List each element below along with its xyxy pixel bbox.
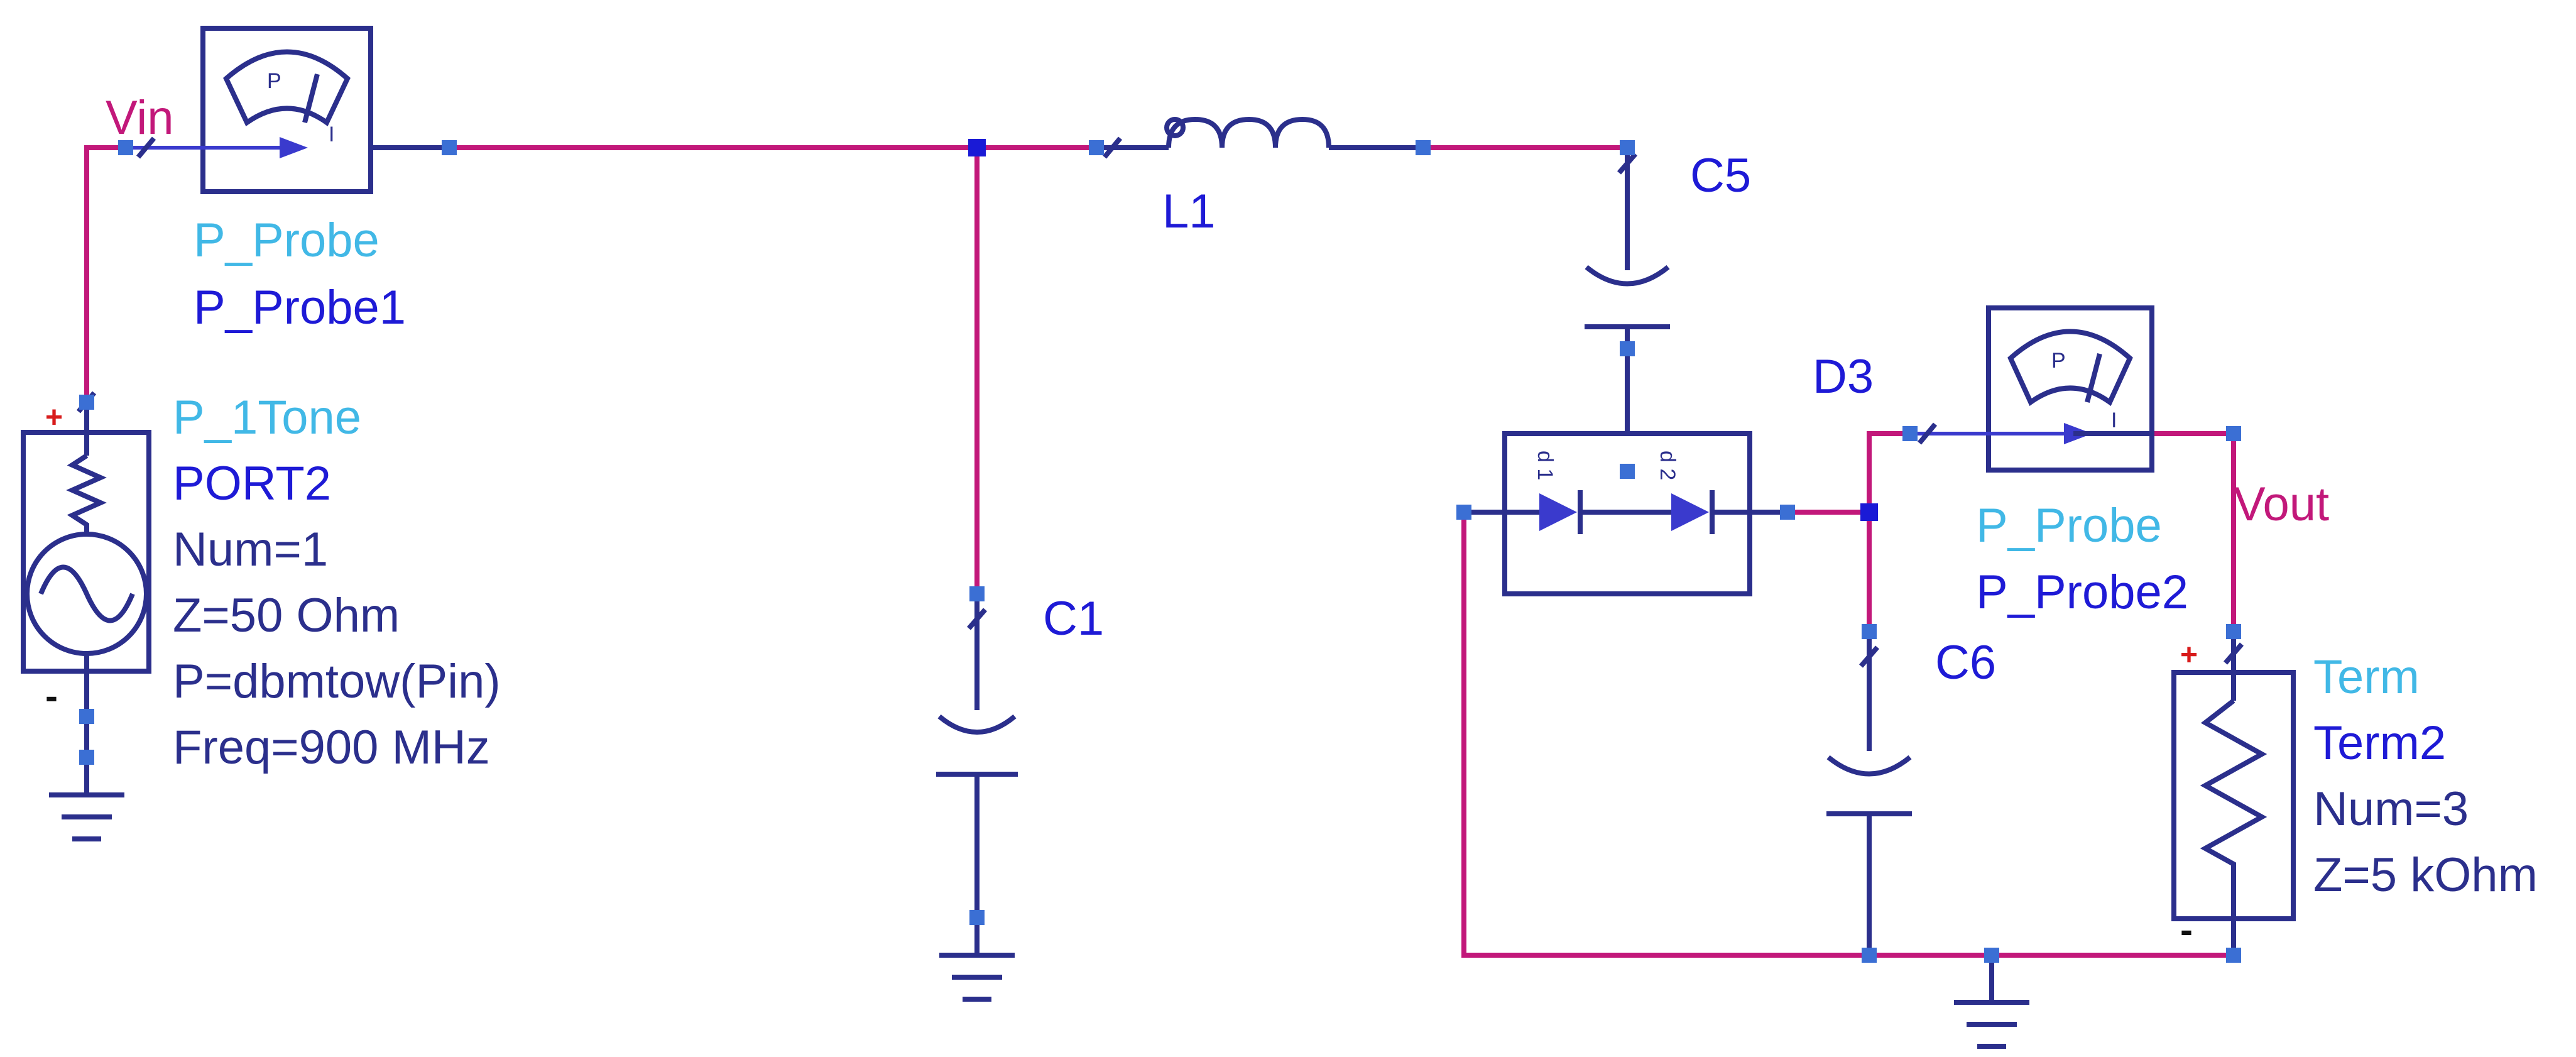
probe1-dial-letter: P [267,69,281,93]
ground-icon-source [49,757,124,841]
d2-label: d 2 [1656,451,1679,480]
term-type-label: Term [2313,650,2420,704]
source-param-p: P=dbmtow(Pin) [173,655,501,708]
ground-icon-c1 [939,917,1015,1002]
junction-node2 [1860,503,1878,521]
probe2-dial-arc [2007,329,2133,407]
term-param-num: Num=3 [2313,782,2469,836]
term-resistor-zigzag [2200,698,2268,919]
probe1-dial-arc [223,49,351,127]
power-probe-1[interactable]: P I [126,26,449,194]
probe1-type-label: P_Probe [194,214,379,267]
d2-triangle [1671,493,1709,531]
c6-label: C6 [1935,636,1996,689]
source-type-label: P_1Tone [173,391,361,444]
term-instance-label: Term2 [2313,716,2446,770]
probe2-body [1986,305,2154,473]
source-plus-sign: + [45,401,63,434]
source-minus-sign: - [45,675,58,717]
term-param-z: Z=5 kOhm [2313,848,2538,902]
probe2-pin-tick [1917,422,1938,445]
l1-polarity-dot [1164,117,1186,138]
capacitor-c6[interactable] [1826,632,1912,955]
net-label-vin: Vin [106,91,173,145]
pin-markers [79,140,2241,963]
probe1-arrow-head [280,137,308,158]
probe2-dial-letter: P [2051,349,2066,373]
c6-pin-tick [1858,645,1880,668]
c5-pin-tick [1617,152,1638,175]
probe1-pin-tick [136,136,156,159]
l1-coil [1166,116,1331,148]
probe2-needle [2085,353,2102,403]
term-minus-sign: - [2180,909,2193,951]
d1-triangle [1539,493,1577,531]
power-probe-2[interactable]: P I [1910,305,2154,473]
source-param-num: Num=1 [173,523,328,576]
power-source-port2[interactable]: + - [21,391,151,792]
term-plus-sign: + [2180,638,2198,672]
wire-l1-to-c5[interactable] [1423,145,1630,163]
c1-pin-tick [966,608,988,630]
d1-label: d 1 [1533,451,1557,480]
capacitor-c1[interactable] [936,594,1018,955]
wire-vin-left[interactable] [84,145,126,402]
source-resistor-zigzag [66,453,107,534]
d3-label: D3 [1813,350,1874,403]
c1-curved-plate [937,714,1017,735]
l1-label: L1 [1162,185,1216,238]
source-param-freq: Freq=900 MHz [173,721,490,774]
probe1-instance-label: P_Probe1 [194,281,406,334]
wires [84,145,2236,958]
termination-term2[interactable]: + - [2171,632,2296,955]
term-pin-tick [2223,642,2244,665]
l1-pin-tick [1102,136,1123,159]
probe2-instance-label: P_Probe2 [1976,566,2188,619]
c5-label: C5 [1690,149,1751,202]
source-param-z: Z=50 Ohm [173,589,400,642]
c5-curved-plate [1585,265,1670,287]
net-label-vout: Vout [2234,478,2329,531]
inductor-l1[interactable] [1096,116,1423,159]
probe2-meter-letter: I [2111,408,2117,432]
diode-pair-d3[interactable]: d 1 d 2 [1464,431,1787,596]
capacitor-c5[interactable] [1585,148,1670,471]
wire-node2-up-to-probe2[interactable] [1867,431,1910,512]
probe1-meter-letter: I [329,123,334,146]
probe2-type-label: P_Probe [1976,499,2162,552]
junction-node1 [968,139,986,156]
source-sine-icon [38,564,135,623]
c1-label: C1 [1043,592,1104,645]
ground-icon-rail [1954,955,2029,1049]
c6-curved-plate [1826,755,1912,777]
probe1-needle [302,73,320,124]
source-instance-label: PORT2 [173,457,331,510]
